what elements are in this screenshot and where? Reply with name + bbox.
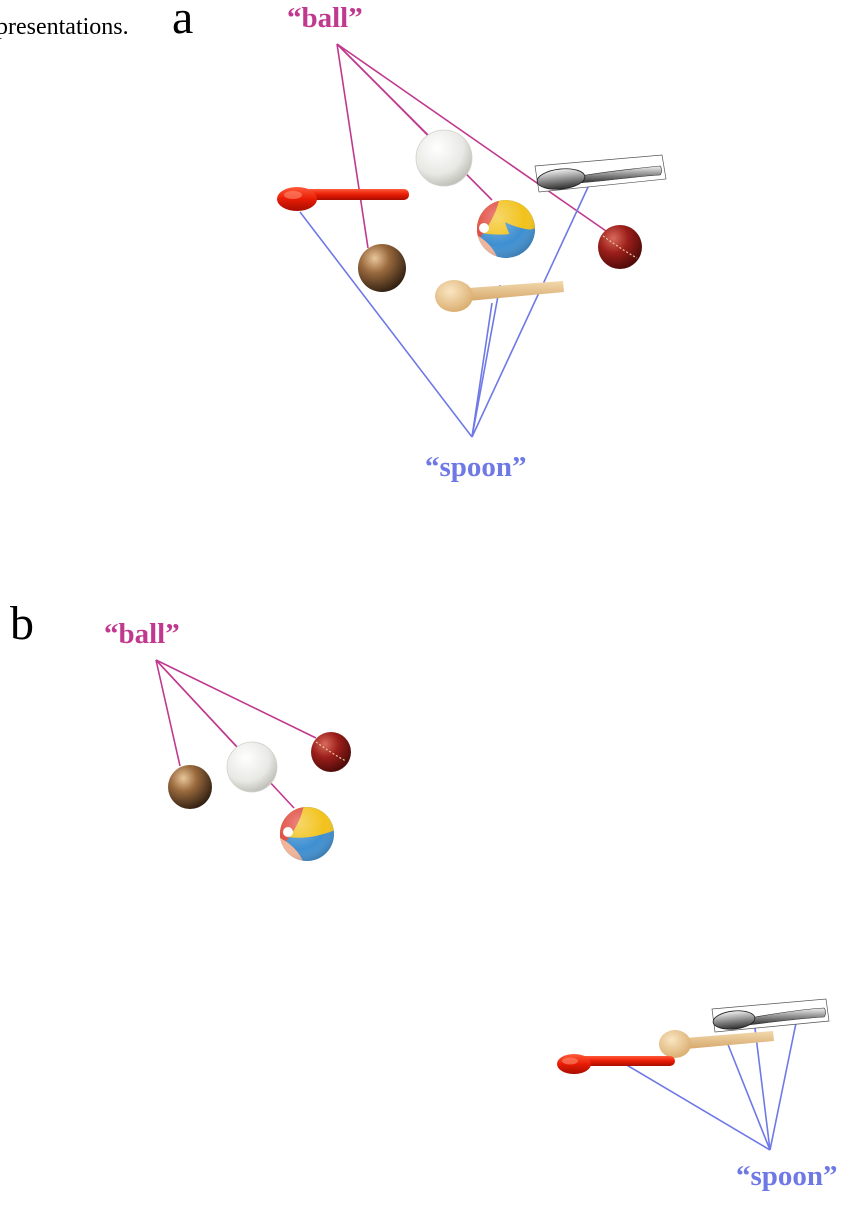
cricket-ball-b	[311, 732, 351, 772]
bronze-ball-b	[168, 765, 212, 809]
snowball-b	[226, 741, 278, 793]
ball-label-a: “ball”	[287, 2, 363, 34]
silver-spoon-b	[711, 998, 830, 1033]
red-spoon-a	[277, 187, 409, 211]
cricket-ball-a	[598, 225, 642, 269]
beach-ball-a	[477, 200, 535, 258]
panel-letter-b: b	[10, 597, 34, 650]
wooden-spoon-a	[435, 280, 564, 312]
wooden-spoon-b	[659, 1030, 774, 1058]
caption-fragment: presentations.	[0, 14, 129, 40]
bronze-ball-a	[358, 244, 406, 292]
snowball-a	[415, 129, 473, 187]
spoon-connectors-a	[299, 184, 590, 438]
panel-letter-a: a	[172, 0, 194, 44]
spoon-label-a: “spoon”	[425, 451, 527, 483]
red-spoon-b	[557, 1054, 675, 1074]
spoon-connectors-b	[624, 1019, 797, 1151]
ball-label-b: “ball”	[104, 618, 180, 650]
silver-spoon-a	[534, 154, 667, 193]
spoon-label-b: “spoon”	[736, 1160, 838, 1192]
beach-ball-b	[280, 807, 334, 861]
ball-connectors-a	[336, 43, 607, 249]
